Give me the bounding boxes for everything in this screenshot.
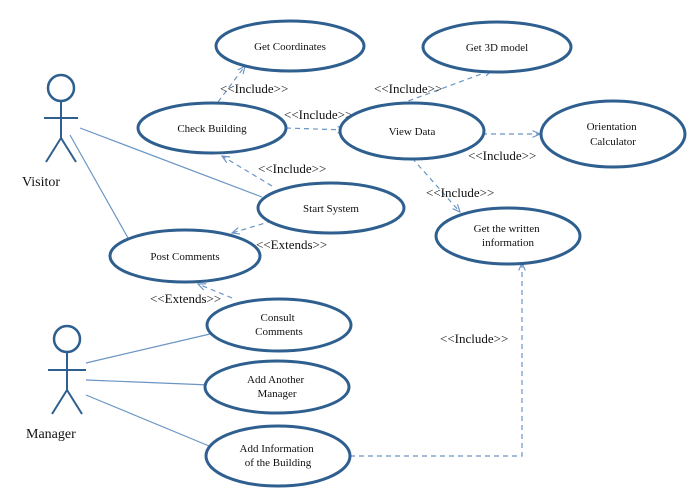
assoc-visitor-start-system [79,127,263,198]
uc-text-line: Start System [303,203,359,215]
assoc-manager-add-manager [85,379,211,386]
assoc-manager-add-information [85,394,215,449]
uc-text-line: Get 3D model [466,42,528,54]
svg-text:Start System: Start System [303,203,359,215]
svg-text:Get Coordinates: Get Coordinates [254,41,326,53]
svg-text:Orientation Calculator: Orientation Calculator [587,121,640,148]
actor-leg-right [60,137,77,163]
svg-text:Add Information of the B: Add Information of the Building [240,443,317,469]
use-case-check-building[interactable]: Check Building [136,101,288,155]
assoc-visitor-post-comments [69,134,129,239]
svg-text:View Data: View Data [389,126,436,138]
dep-check-coordinates [217,66,245,103]
dependencies [198,66,540,457]
uc-text-line: Comments [255,326,303,338]
dep-consult-post [198,284,233,299]
uc-text-line: Post Comments [150,251,219,263]
use-case-get-3d-model[interactable]: Get 3D model [421,20,573,74]
svg-text:Consult Comments: Consult Comments [255,312,303,338]
svg-text:Get 3D model: Get 3D model [466,42,528,54]
label-view-written: <<Include>> [426,185,494,200]
use-case-orientation-calculator[interactable]: Orientation Calculator [539,99,687,169]
actor-leg-left [45,137,62,163]
actor-name-manager: Manager [26,427,76,442]
relationship-labels: <<Include>> <<Include>> <<Include>> <<In… [150,81,536,346]
use-case-get-coordinates[interactable]: Get Coordinates [214,19,366,73]
actor-head-icon [46,73,76,103]
uc-text-line: Get Coordinates [254,41,326,53]
label-check-coordinates: <<Include>> [220,81,288,96]
use-case-post-comments[interactable]: Post Comments [108,228,262,284]
dep-start-post [232,220,273,233]
dep-start-check [222,156,273,187]
actor-visitor[interactable]: Visitor [22,73,78,190]
label-start-check: <<Include>> [258,161,326,176]
svg-text:Get the written informat: Get the written information [474,223,543,249]
uc-text-line: Add Information [240,443,315,455]
uc-text-line: Consult [261,312,295,324]
actor-leg-right [66,389,83,415]
uc-text-line: Check Building [177,123,247,135]
actor-head-icon [52,324,82,354]
uc-text-line: Add Another [247,374,304,386]
dep-view-written [411,157,460,212]
svg-text:Check Building: Check Building [177,123,247,135]
label-addinfo-written: <<Include>> [440,331,508,346]
svg-text:Add Another Manager: Add Another Manager [247,374,307,400]
uc-text-line: information [482,237,534,249]
use-case-start-system[interactable]: Start System [256,181,406,235]
uc-text-line: Calculator [590,136,636,148]
actor-name-visitor: Visitor [22,175,60,190]
dep-view-3d [399,70,492,105]
use-case-view-data[interactable]: View Data [338,101,486,161]
dep-addinfo-written [350,263,522,457]
dep-check-view [285,128,345,130]
assoc-manager-consult-comments [85,333,211,364]
label-view-3d: <<Include>> [374,81,442,96]
actor-leg-left [51,389,68,415]
use-case-add-information-building[interactable]: Add Information of the Building [204,424,352,488]
svg-text:Post Comments: Post Comments [150,251,219,263]
use-case-add-another-manager[interactable]: Add Another Manager [203,359,351,415]
actor-manager[interactable]: Manager [26,324,86,442]
uc-text-line: of the Building [245,457,312,469]
use-case-get-written-information[interactable]: Get the written information [434,206,582,266]
uc-text-line: Orientation [587,121,638,133]
label-consult-post: <<Extends>> [150,291,221,306]
uc-text-line: Get the written [474,223,540,235]
label-view-orientation: <<Include>> [468,148,536,163]
uc-text-line: Manager [257,388,296,400]
use-case-consult-comments[interactable]: Consult Comments [205,297,353,353]
associations [69,127,263,449]
uc-text-line: View Data [389,126,436,138]
label-check-view: <<Include>> [284,107,352,122]
label-start-post: <<Extends>> [256,237,327,252]
